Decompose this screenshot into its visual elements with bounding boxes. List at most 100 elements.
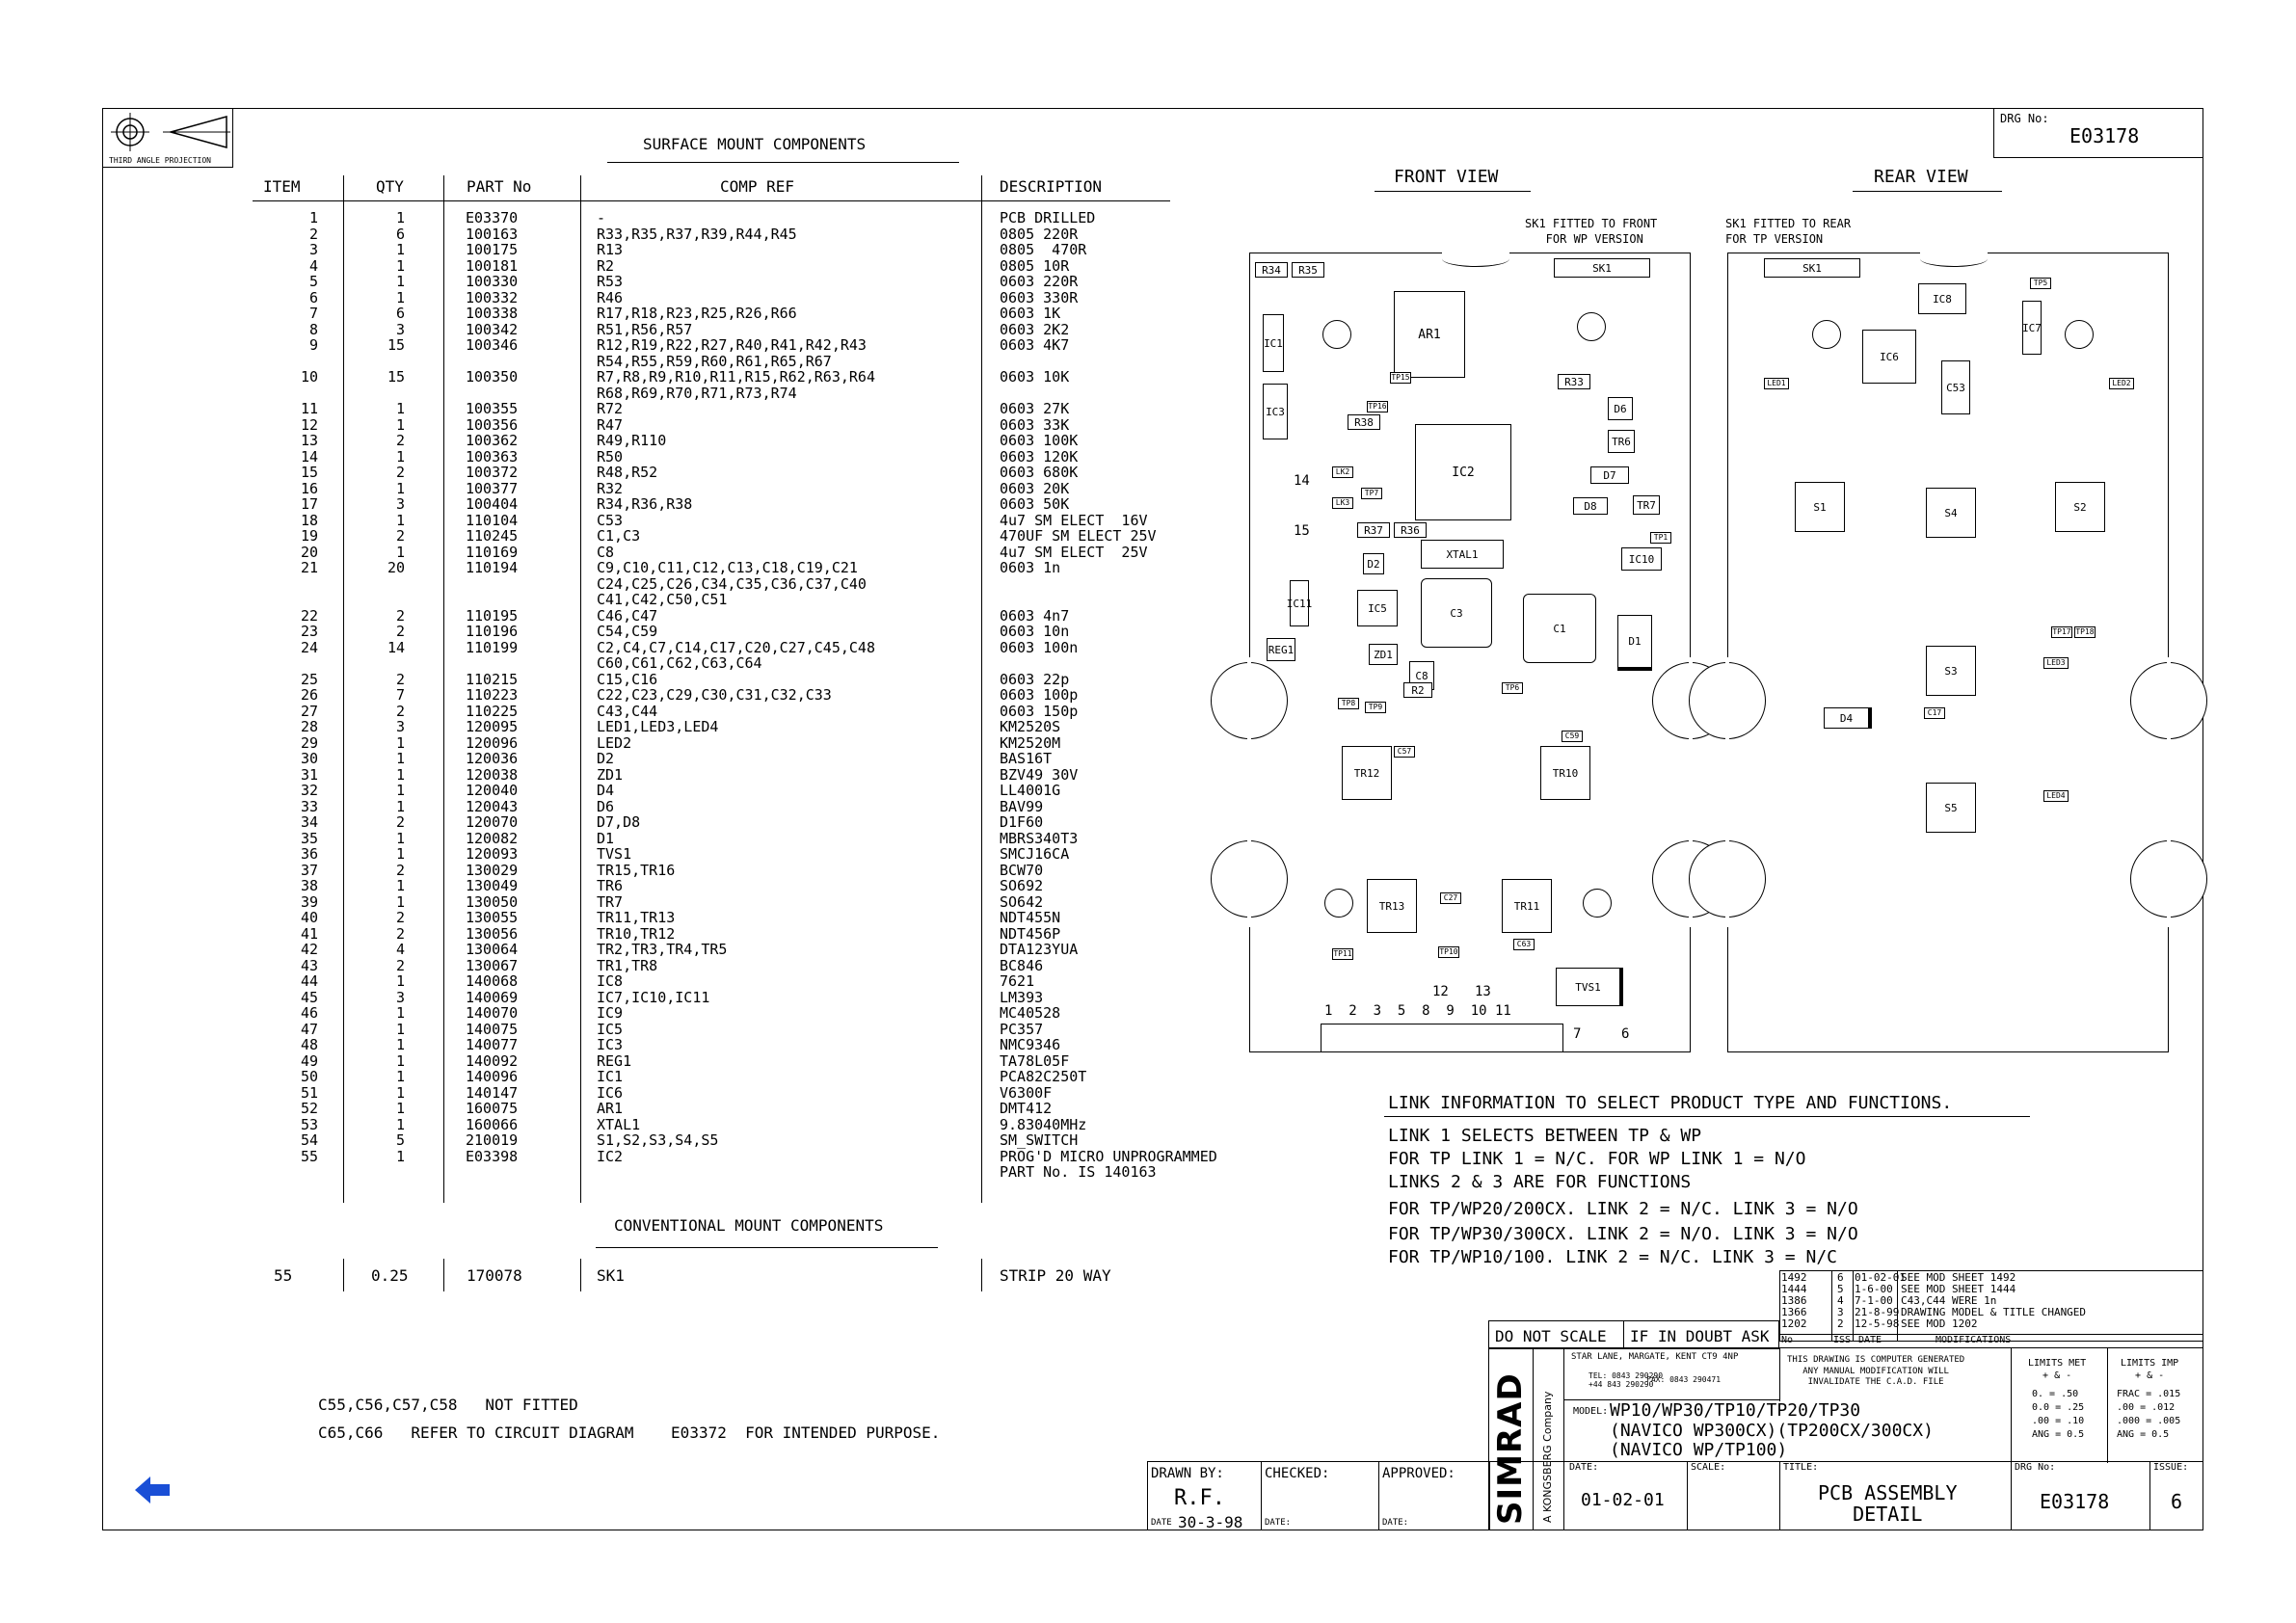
xtal1: XTAL1 [1421,540,1504,569]
header-comp-ref: COMP REF [720,177,795,196]
divider-1 [343,175,344,1203]
tp6: TP6 [1502,682,1523,694]
tp10: TP10 [1438,946,1459,958]
conv-qty: 0.25 [371,1266,409,1285]
header-underline [253,200,1170,201]
lk2: LK2 [1332,466,1353,478]
ic7: IC7 [2022,301,2042,355]
header-qty: QTY [376,177,404,196]
rear-sk1-note: SK1 FITTED TO REAR FOR TP VERSION [1725,217,1852,246]
rev-date-5: 12-5-98 [1855,1317,1900,1330]
led4: LED4 [2043,790,2069,802]
s3: S3 [1926,646,1976,696]
rev-no-2: 1444 [1781,1283,1807,1295]
fax: FAX: 0843 290471 [1646,1375,1722,1384]
led2: LED2 [2109,378,2134,389]
rear-mount-hole-2 [2065,320,2094,349]
ic11: IC11 [1287,580,1312,626]
link-label-7: 7 [1573,1026,1582,1042]
issue-date: 01-02-01 [1581,1490,1665,1510]
do-not-scale-box: DO NOT SCALE IF IN DOUBT ASK [1488,1320,1779,1349]
title-block [1488,1347,2203,1530]
zd1: ZD1 [1369,644,1398,665]
conv-divider-3 [580,1259,581,1291]
column-item: 1 2 3 4 5 6 7 8 9 10 11 12 13 14 15 16 1… [300,209,318,1165]
rev-date-3: 7-1-00 [1855,1294,1893,1307]
ic5: IC5 [1357,590,1398,626]
rev-mod-1: SEE MOD SHEET 1492 [1901,1271,2016,1284]
c1: C1 [1523,594,1596,663]
column-part: E03370 100163 100175 100181 100330 10033… [466,209,519,1165]
tr13: TR13 [1367,879,1417,933]
rev-iss-1: 6 [1837,1271,1844,1284]
tr12: TR12 [1342,746,1392,800]
d2: D2 [1363,553,1384,574]
link-label-15: 15 [1294,523,1310,539]
s2: S2 [2055,482,2105,532]
rear-view-underline [1853,191,2002,192]
link-info-title: LINK INFORMATION TO SELECT PRODUCT TYPE … [1388,1093,1953,1113]
d6: D6 [1608,397,1633,420]
d8: D8 [1573,497,1608,515]
tp9: TP9 [1365,702,1386,713]
drawn-date: 30-3-98 [1178,1513,1243,1531]
c57: C57 [1394,746,1415,758]
tp15: TP15 [1390,372,1411,384]
rev-iss-3: 4 [1837,1294,1844,1307]
revision-block [1779,1270,2203,1342]
issue-date-label: DATE: [1569,1462,1599,1473]
tp17: TP17 [2051,626,2072,638]
rev-mod-5: SEE MOD 1202 [1901,1317,1978,1330]
ic8: IC8 [1918,283,1966,314]
link-label-14: 14 [1294,473,1310,489]
scale-label: SCALE: [1691,1462,1726,1473]
rev-no-4: 1366 [1781,1306,1807,1318]
front-sk1-note: SK1 FITTED TO FRONT FOR WP VERSION [1525,217,1658,246]
front-view-title: FRONT VIEW [1394,167,1499,187]
tr10: TR10 [1540,746,1590,800]
rev-mod-3: C43,C44 WERE 1n [1901,1294,1997,1307]
mount-hole-2 [1577,312,1606,341]
projection-label: THIRD ANGLE PROJECTION [109,156,211,165]
rev-header-iss: ISS [1833,1335,1852,1345]
c63: C63 [1513,939,1535,950]
limits-imp-title: LIMITS IMP + & - [2121,1358,2179,1381]
link-label-12: 12 [1432,984,1449,999]
header-description: DESCRIPTION [1000,177,1102,196]
conventional-title-underline [596,1247,938,1248]
d7: D7 [1590,466,1629,484]
link-line-4: FOR TP/WP20/200CX. LINK 2 = N/C. LINK 3 … [1388,1199,1858,1219]
conv-desc: STRIP 20 WAY [1000,1266,1111,1285]
conv-part: 170078 [467,1266,522,1285]
tp5: TP5 [2030,278,2051,289]
link-info-underline [1384,1116,2030,1117]
s4: S4 [1926,488,1976,538]
ar1: AR1 [1394,291,1465,378]
tr7: TR7 [1633,495,1660,515]
front-view-underline [1375,191,1531,192]
drg-label-top: DRG No: [2000,112,2049,125]
column-qty: 1 6 1 1 1 1 6 3 15 15 1 1 2 1 2 1 3 1 2 … [387,209,405,1165]
rev-date-1: 01-02-01 [1855,1271,1906,1284]
title-label: TITLE: [1783,1462,1819,1473]
back-arrow-icon[interactable] [133,1475,172,1505]
drg-number-bottom: E03178 [2040,1490,2110,1513]
mount-hole-3 [1324,889,1353,918]
tp11: TP11 [1332,948,1353,960]
drg-number-top: E03178 [2069,124,2140,147]
smd-table-title: SURFACE MOUNT COMPONENTS [643,135,867,153]
s5: S5 [1926,783,1976,833]
limits-imp: FRAC = .015 .00 = .012 .000 = .005 ANG =… [2117,1389,2181,1440]
lk3: LK3 [1332,497,1353,509]
do-not-scale: DO NOT SCALE [1495,1327,1607,1345]
r2: R2 [1403,682,1432,698]
s1: S1 [1795,482,1845,532]
rear-pcb: SK1 IC8 IC7 IC6 C53 S1 S4 S2 S3 S5 D4 LE… [1689,251,2207,1052]
ic3: IC3 [1263,384,1288,439]
r33: R33 [1558,374,1590,389]
kongsberg-sub: A KONGSBERG Company [1541,1391,1554,1523]
r34: R34 [1255,262,1288,278]
link-line-1: LINK 1 SELECTS BETWEEN TP & WP [1388,1126,1702,1146]
link-line-6: FOR TP/WP10/100. LINK 2 = N/C. LINK 3 = … [1388,1247,1837,1267]
smd-title-underline [607,162,959,163]
